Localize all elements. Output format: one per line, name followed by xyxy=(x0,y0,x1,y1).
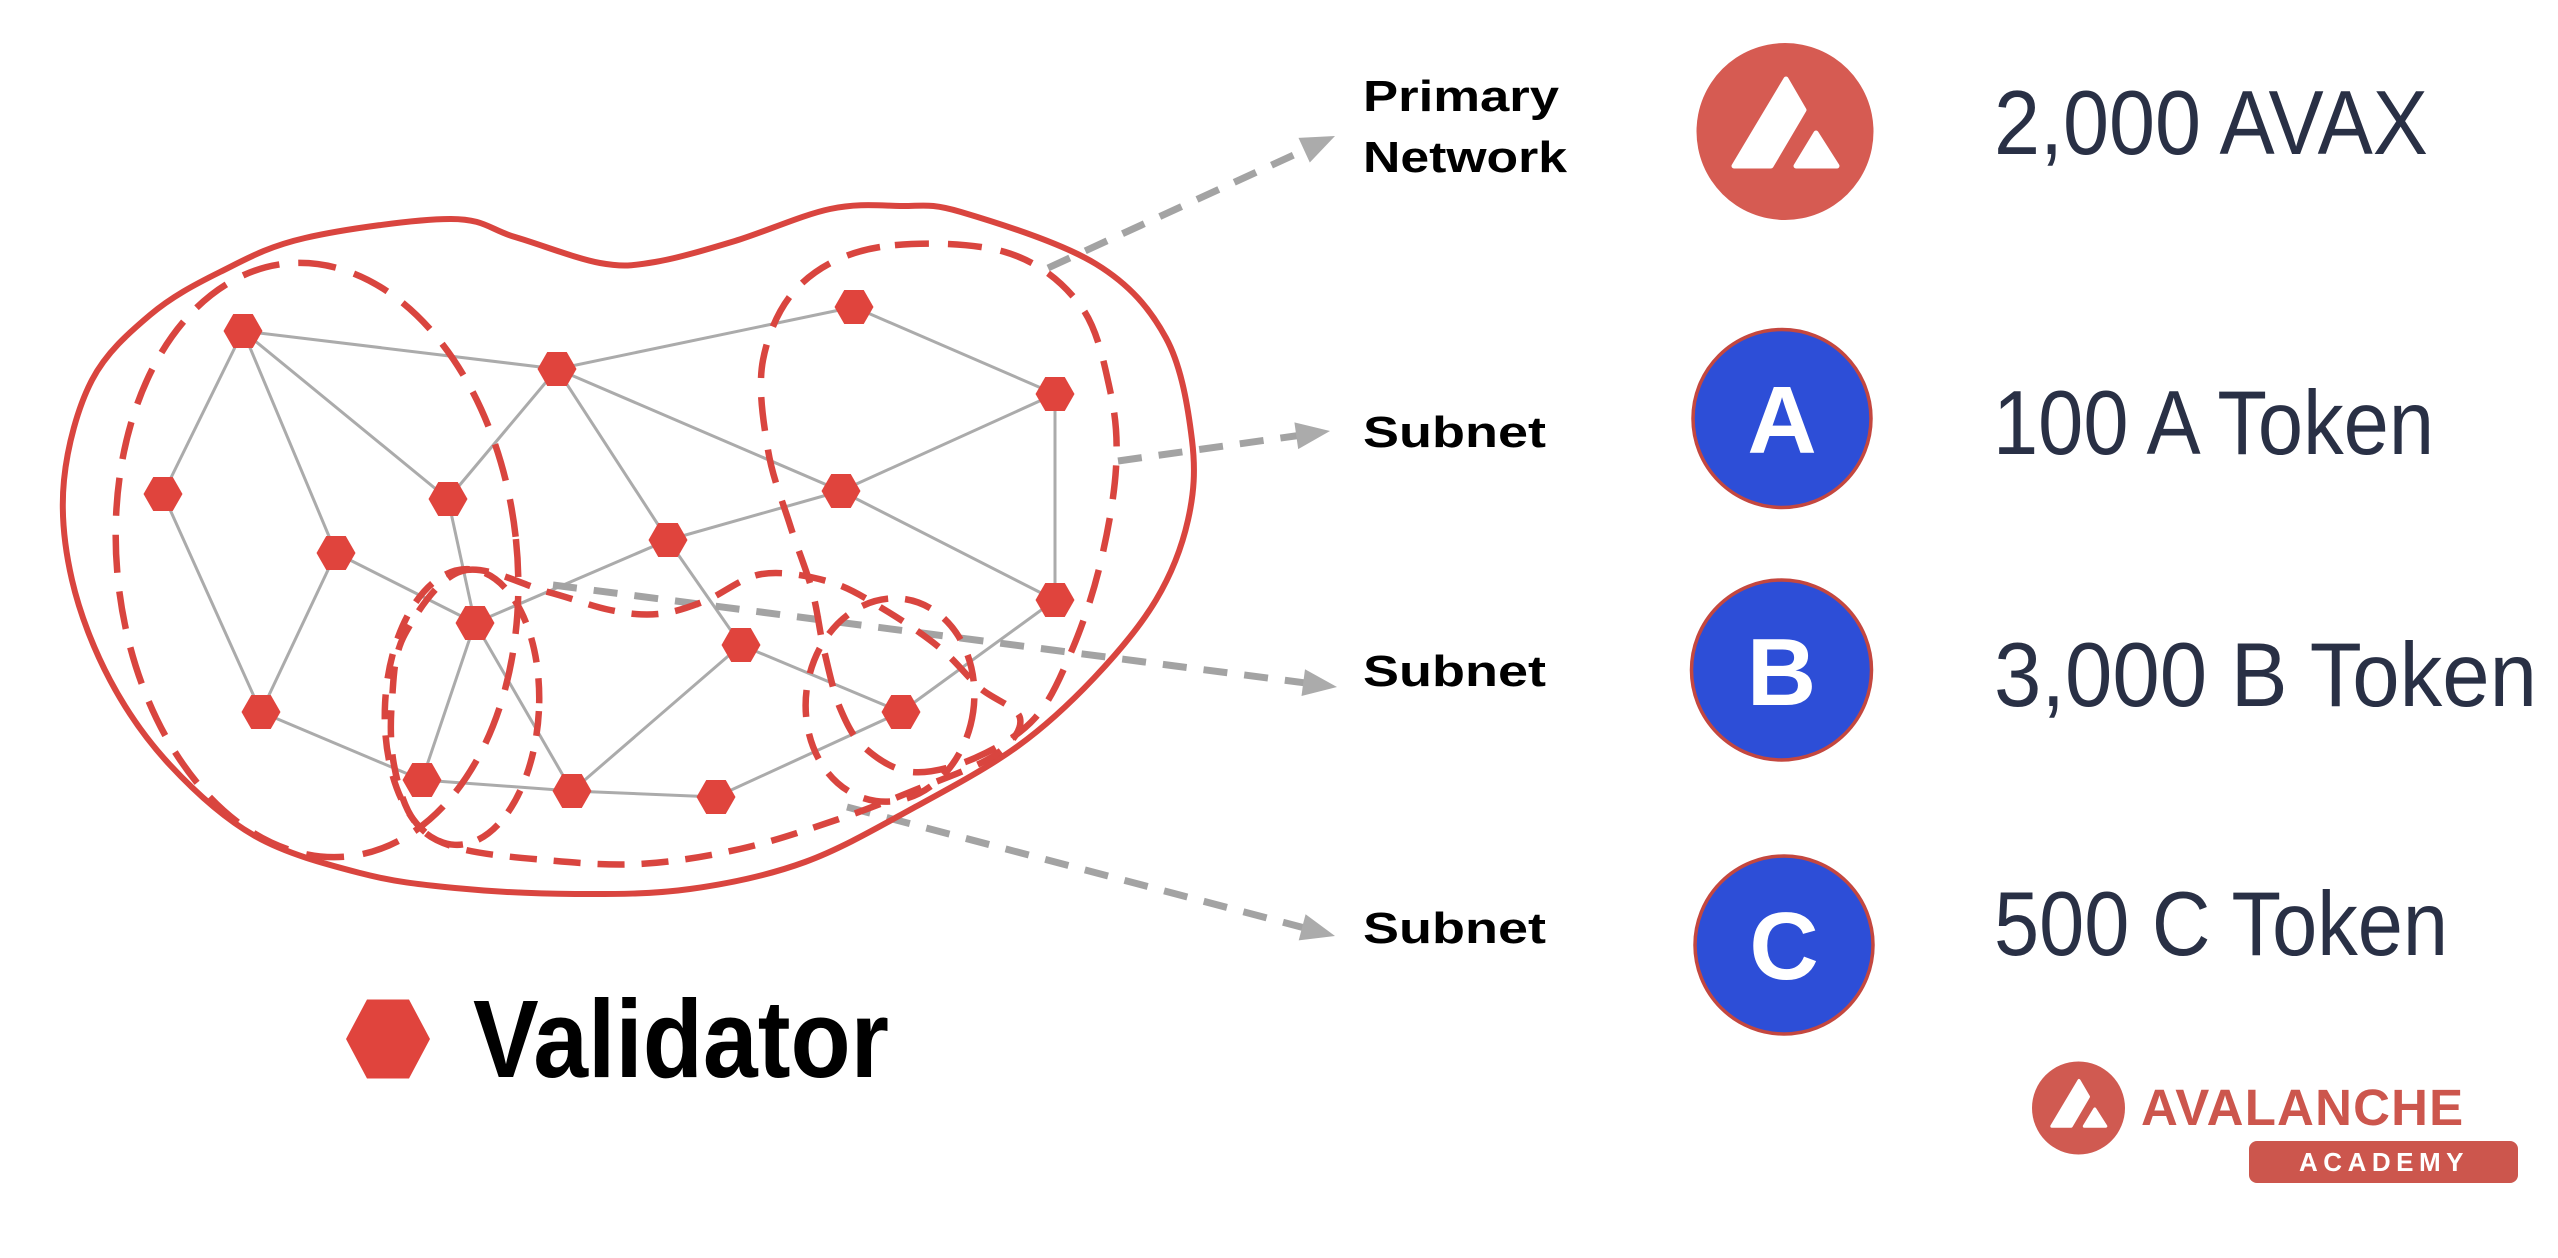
svg-text:Subnet: Subnet xyxy=(1363,408,1546,457)
svg-text:500 C Token: 500 C Token xyxy=(1994,874,2448,975)
svg-text:Subnet: Subnet xyxy=(1363,647,1546,696)
svg-text:AVALANCHE: AVALANCHE xyxy=(2141,1079,2464,1136)
svg-text:Network: Network xyxy=(1363,133,1568,182)
svg-text:2,000 AVAX: 2,000 AVAX xyxy=(1994,73,2428,174)
svg-text:Validator: Validator xyxy=(473,978,889,1101)
svg-text:Subnet: Subnet xyxy=(1363,904,1546,953)
svg-text:C: C xyxy=(1749,893,1818,1000)
svg-text:B: B xyxy=(1747,619,1816,726)
svg-text:3,000 B Token: 3,000 B Token xyxy=(1994,625,2537,726)
svg-text:Primary: Primary xyxy=(1363,72,1560,121)
svg-text:A: A xyxy=(1747,367,1816,474)
svg-text:100 A Token: 100 A Token xyxy=(1993,373,2434,474)
svg-text:ACADEMY: ACADEMY xyxy=(2299,1147,2469,1177)
